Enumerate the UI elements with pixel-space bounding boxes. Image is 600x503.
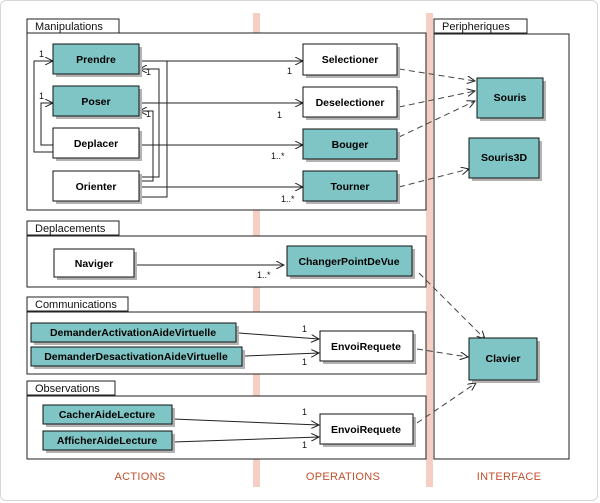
svg-text:DemanderActivationAideVirtuell: DemanderActivationAideVirtuelle — [50, 327, 216, 339]
class-demander-activation-aide-virtuelle: DemanderActivationAideVirtuelle — [30, 322, 239, 345]
svg-text:AfficherAideLecture: AfficherAideLecture — [57, 435, 158, 447]
association-desactivation-envoirequete — [244, 353, 319, 356]
multiplicity: 1 — [39, 91, 44, 101]
multiplicity: 1 — [277, 110, 282, 120]
package-title: Communications — [35, 299, 117, 311]
package-title: Peripheriques — [442, 21, 510, 33]
dependency-envoirequete2-clavier — [416, 383, 476, 424]
dependency-tourner-souris3d — [398, 169, 469, 188]
multiplicity: 1 — [302, 324, 307, 334]
dependency-selectioner-souris — [398, 68, 475, 81]
svg-text:Deplacer: Deplacer — [74, 138, 118, 150]
multiplicity: 1 — [146, 67, 151, 77]
multiplicity: 1..* — [271, 151, 285, 161]
multiplicity: 1 — [146, 109, 151, 119]
class-deselectioner: Deselectioner — [302, 86, 400, 120]
dependency-changerpointdevue-clavier — [418, 272, 485, 339]
svg-text:Souris3D: Souris3D — [481, 152, 528, 164]
svg-text:CacherAideLecture: CacherAideLecture — [59, 409, 155, 421]
class-changer-point-de-vue: ChangerPointDeVue — [286, 245, 415, 279]
class-envoi-requete-observations: EnvoiRequete — [319, 413, 416, 447]
class-naviger: Naviger — [53, 248, 137, 280]
svg-text:Souris: Souris — [494, 92, 527, 104]
dependency-deselectioner-souris — [398, 91, 475, 108]
svg-text:Naviger: Naviger — [75, 258, 114, 270]
svg-text:Poser: Poser — [81, 96, 110, 108]
dependency-bouger-souris — [398, 101, 475, 138]
class-demander-desactivation-aide-virtuelle: DemanderDesactivationAideVirtuelle — [30, 346, 245, 369]
class-poser: Poser — [52, 85, 142, 119]
svg-text:EnvoiRequete: EnvoiRequete — [331, 341, 401, 353]
class-selectioner: Selectioner — [302, 43, 400, 78]
class-souris: Souris — [476, 77, 546, 121]
package-title: Manipulations — [35, 21, 103, 33]
package-title: Deplacements — [35, 223, 106, 235]
class-clavier: Clavier — [468, 337, 540, 383]
svg-text:DemanderDesactivationAideVirtu: DemanderDesactivationAideVirtuelle — [44, 351, 228, 363]
class-tourner: Tourner — [302, 170, 400, 204]
association-cacher-envoirequete — [172, 418, 319, 425]
column-separator-operations — [426, 13, 433, 487]
svg-text:EnvoiRequete: EnvoiRequete — [331, 424, 401, 436]
column-label-actions: ACTIONS — [115, 471, 166, 483]
multiplicity: 1..* — [281, 194, 295, 204]
svg-text:Tourner: Tourner — [331, 181, 370, 193]
class-deplacer: Deplacer — [52, 127, 142, 161]
class-afficher-aide-lecture: AfficherAideLecture — [42, 430, 175, 453]
package-title: Observations — [35, 383, 100, 395]
column-label-interface: INTERFACE — [477, 471, 541, 483]
association-deplacer-poser — [40, 103, 53, 146]
svg-text:Prendre: Prendre — [76, 54, 116, 66]
association-deplacer-prendre — [33, 61, 53, 153]
class-envoi-requete-communications: EnvoiRequete — [319, 330, 416, 364]
multiplicity: 1 — [39, 49, 44, 59]
svg-text:ChangerPointDeVue: ChangerPointDeVue — [298, 256, 399, 268]
association-afficher-envoirequete — [172, 437, 319, 443]
multiplicity: 1 — [302, 357, 307, 367]
multiplicity: 1..* — [257, 270, 271, 280]
association-activation-envoirequete — [238, 332, 319, 339]
dependency-envoirequete1-clavier — [416, 348, 468, 357]
svg-text:Clavier: Clavier — [485, 353, 520, 365]
svg-text:Selectioner: Selectioner — [322, 54, 379, 66]
multiplicity: 1 — [302, 407, 307, 417]
class-souris3d: Souris3D — [468, 137, 542, 181]
svg-text:Orienter: Orienter — [76, 181, 117, 193]
multiplicity: 1 — [287, 66, 292, 76]
class-bouger: Bouger — [302, 128, 400, 162]
svg-text:Deselectioner: Deselectioner — [316, 97, 385, 109]
class-orienter: Orienter — [52, 170, 142, 204]
association-orienter-prendre-outer — [139, 61, 168, 198]
class-prendre: Prendre — [52, 43, 142, 77]
multiplicity: 1 — [302, 440, 307, 450]
column-label-operations: OPERATIONS — [306, 471, 380, 483]
association-orienter-prendre — [139, 69, 160, 178]
svg-text:Bouger: Bouger — [332, 139, 369, 151]
class-cacher-aide-lecture: CacherAideLecture — [42, 404, 175, 427]
association-orienter-poser — [139, 111, 154, 182]
